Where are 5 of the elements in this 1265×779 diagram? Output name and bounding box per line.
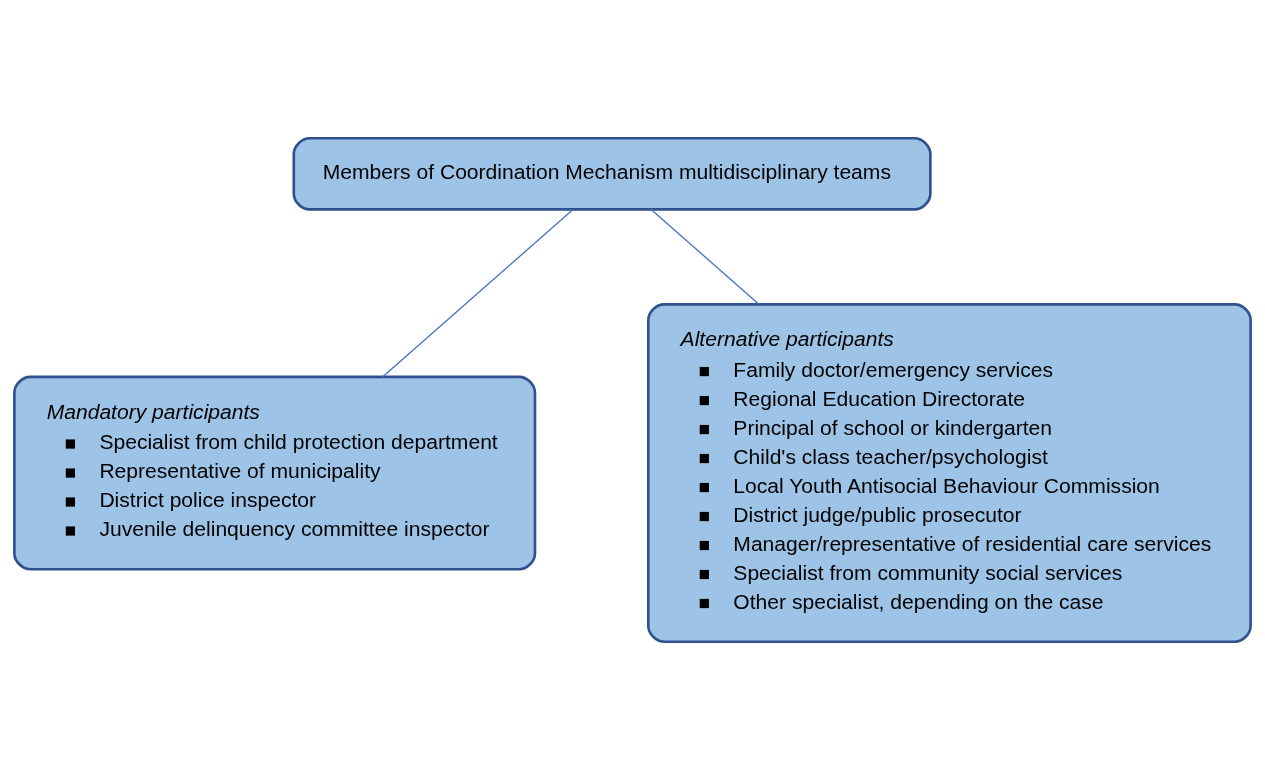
node-box: Members of Coordination Mechanism multidisciplinary teams	[292, 136, 932, 211]
connector	[650, 208, 760, 305]
node-box: Mandatory participants Specialist from child protection department Representative of municipality District police inspector Juvenile delinquency committee inspector	[13, 375, 537, 571]
node-box: Alternative participants Family doctor/emergency services Regional Education Directorate Principal of school or kindergarten Child's class teacher/psychologist Local Youth Antisocial Behaviour Commission District judge/public prosecutor Manager/representative of residential care services Specialist from community social services Other specialist, depending on the case	[647, 302, 1252, 643]
connector	[382, 208, 574, 377]
